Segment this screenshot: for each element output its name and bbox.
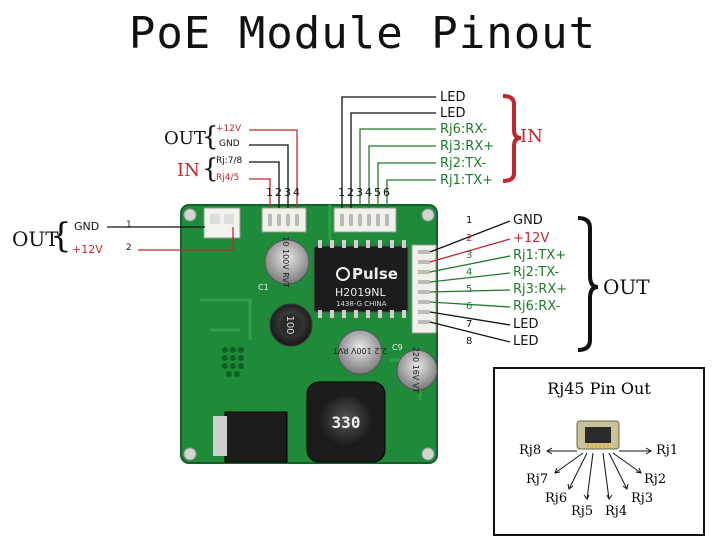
top-right-pin-3: 3 (356, 186, 363, 199)
inductor-small-text: 100 (284, 315, 295, 334)
voltage-regulator (213, 411, 288, 463)
rj45-title: Rj45 Pin Out (547, 379, 651, 398)
right-pin2-label: +12V (513, 231, 550, 246)
right-pin5-num: 5 (466, 284, 473, 295)
right-pin8-label: LED (513, 334, 539, 349)
big-inductor: 330 (306, 381, 386, 463)
rj45-pin-rj8: Rj8 (519, 443, 542, 458)
right-connector (411, 244, 437, 334)
capacitor-3: 220 16V VT (396, 347, 438, 393)
top-left-signal-4: Rj4/5 (216, 173, 240, 183)
right-pin6-num: 6 (466, 301, 473, 312)
capacitor-2: 2.2 100V RVT (333, 329, 387, 375)
silk-c9: C9 (392, 343, 403, 352)
top-right-pin-6: 6 (383, 186, 390, 199)
right-pin8-num: 8 (466, 336, 473, 347)
cap3-text: 220 16V VT (411, 347, 420, 393)
top-right-pin-5: 5 (374, 186, 381, 199)
small-inductor: 100 (269, 303, 313, 347)
right-pin3-label: Rj1:TX+ (513, 248, 567, 263)
rj45-jack-icon (576, 420, 620, 450)
rj45-pin-rj2: Rj2 (644, 472, 667, 487)
top-left-connector (261, 207, 307, 233)
right-pin2-num: 2 (466, 233, 473, 244)
rj45-pinout-box: Rj45 Pin Out Rj8 Rj1 Rj7 Rj2 Rj6 Rj3 (493, 367, 705, 536)
left-out-label: OUT (12, 227, 59, 251)
pulse-logo-icon (336, 267, 350, 281)
top-left-pin-3: 3 (284, 186, 291, 199)
right-pin4-num: 4 (466, 267, 473, 278)
rj45-arrows (546, 447, 652, 500)
top-right-in-bracket (502, 94, 522, 183)
top-left-pin-2: 2 (275, 186, 282, 199)
top-right-pin-2: 2 (347, 186, 354, 199)
top-right-pin-1: 1 (338, 186, 345, 199)
rj45-pin-rj1: Rj1 (656, 443, 679, 458)
rj45-pin-rj7: Rj7 (526, 472, 549, 487)
top-right-signal-6: Rj1:TX+ (440, 173, 494, 188)
top-left-out-label: OUT (164, 128, 206, 149)
top-right-wires (341, 96, 436, 208)
top-left-out-brace: { (202, 122, 219, 152)
transformer-sub: 1438-G CHINA (336, 300, 387, 308)
left-power-connector (203, 207, 241, 239)
right-pin7-label: LED (513, 317, 539, 332)
right-pin5-label: Rj3:RX+ (513, 282, 568, 297)
right-pin3-num: 3 (466, 250, 473, 261)
right-pin6-label: Rj6:RX- (513, 299, 561, 314)
top-right-signal-5: Rj2:TX- (440, 156, 487, 171)
left-pin1-num: 1 (126, 220, 132, 230)
top-left-in-brace: { (202, 154, 219, 184)
rj45-pin-rj3: Rj3 (631, 491, 654, 506)
rj45-pin-rj5: Rj5 (571, 504, 594, 519)
transformer-model: H2019NL (335, 286, 386, 299)
top-left-signal-1: +12V (216, 124, 242, 134)
top-right-connector (333, 207, 397, 233)
capacitor-1: 10 100V RVT (264, 236, 310, 288)
top-right-signal-1: LED (440, 90, 466, 105)
top-left-pin-1: 1 (266, 186, 273, 199)
right-out-bracket (577, 216, 599, 352)
cap1-text: 10 100V RVT (281, 236, 290, 288)
left-wires (107, 226, 234, 251)
top-left-in-label: IN (177, 160, 200, 181)
silk-c1: C1 (258, 283, 269, 292)
transformer-brand: Pulse (352, 265, 398, 283)
pulse-transformer: Pulse H2019NL 1438-G CHINA (313, 240, 409, 318)
right-wires (429, 220, 511, 343)
top-right-signal-2: LED (440, 106, 466, 121)
rj45-pin-rj4: Rj4 (605, 504, 628, 519)
page-title: PoE Module Pinout (128, 8, 597, 59)
top-left-signal-3: Rj:7/8 (216, 156, 243, 166)
top-left-wires (249, 129, 298, 208)
left-pin1-label: GND (74, 220, 100, 233)
top-right-signal-4: Rj3:RX+ (440, 139, 495, 154)
top-left-pin-4: 4 (293, 186, 300, 199)
right-pin4-label: Rj2:TX- (513, 265, 560, 280)
right-pin7-num: 7 (466, 319, 473, 330)
top-left-signal-2: GND (219, 139, 240, 149)
left-pin2-label: +12V (72, 243, 103, 256)
rj45-diagram (546, 420, 652, 500)
inductor-big-text: 330 (332, 413, 361, 432)
rj45-pin-rj6: Rj6 (545, 491, 568, 506)
top-right-in-label: IN (520, 126, 543, 147)
left-out-brace: { (50, 216, 72, 256)
right-out-label: OUT (603, 275, 650, 299)
top-right-pin-4: 4 (365, 186, 372, 199)
right-pin1-num: 1 (466, 215, 473, 226)
cap2-text: 2.2 100V RVT (333, 346, 387, 355)
top-right-signal-3: Rj6:RX- (440, 122, 488, 137)
right-pin1-label: GND (513, 213, 543, 228)
left-pin2-num: 2 (126, 243, 132, 253)
